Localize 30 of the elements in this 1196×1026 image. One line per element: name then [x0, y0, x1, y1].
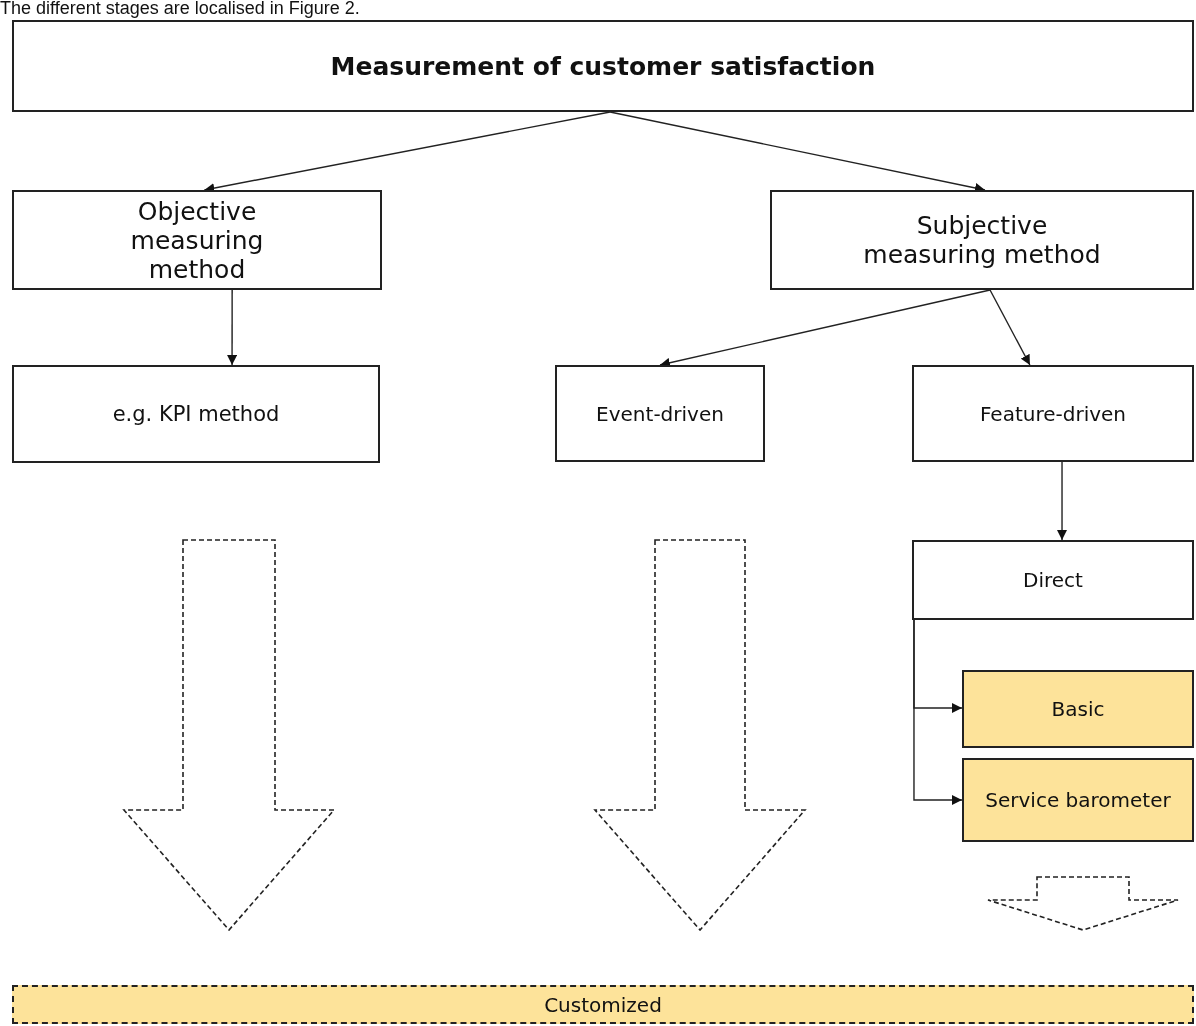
box-label: Service barometer — [985, 788, 1171, 812]
process-box — [12, 190, 382, 290]
process-box — [12, 365, 380, 463]
process-box — [555, 365, 765, 462]
box-label: e.g. KPI method — [112, 402, 280, 426]
process-box — [962, 758, 1194, 842]
box-label: Measurement of customer satisfaction — [330, 51, 876, 81]
arrow — [659, 289, 991, 368]
process-box — [912, 365, 1194, 462]
box-label: Direct — [1023, 568, 1083, 592]
arrow — [609, 111, 986, 193]
block-arrow — [987, 876, 1179, 931]
arrow — [227, 289, 238, 366]
arrow — [203, 111, 611, 193]
arrow — [1057, 461, 1067, 541]
process-box — [962, 670, 1194, 748]
process-box — [12, 20, 1194, 112]
box-label: Customized — [544, 992, 662, 1017]
arrow — [913, 619, 963, 805]
arrow — [989, 289, 1031, 366]
block-arrow — [593, 539, 807, 932]
box-label: Event-driven — [596, 401, 724, 426]
process-box — [770, 190, 1194, 290]
box-label: Feature-driven — [979, 401, 1127, 426]
box-label: Objective measuring method — [129, 196, 265, 284]
block-arrow — [122, 539, 336, 932]
box-label: Subjective measuring method — [862, 211, 1102, 269]
box-label: Basic — [1051, 697, 1105, 721]
process-box — [12, 985, 1194, 1024]
process-box — [912, 540, 1194, 620]
